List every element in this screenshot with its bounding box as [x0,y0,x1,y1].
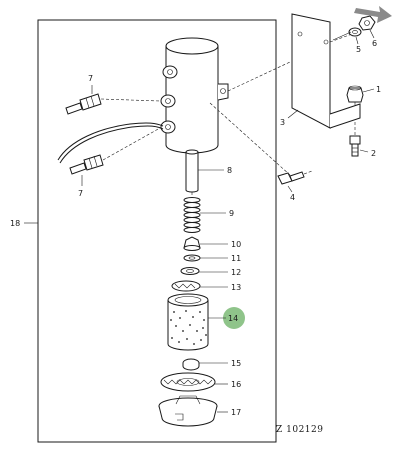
bolt-2 [349,122,361,157]
callout-3: 3 [280,118,285,127]
callout-1: 1 [376,85,381,94]
callout-16: 16 [231,380,241,389]
callout-12: 12 [231,268,241,277]
callout-14: 14 [228,314,238,323]
filter-bowl-17 [158,395,218,427]
washer-12 [180,267,200,275]
callout-9: 9 [229,209,234,218]
callout-15: 15 [231,359,241,368]
callout-10: 10 [231,240,241,249]
gasket-16 [160,372,216,392]
plunger-8 [185,149,199,193]
callout-8: 8 [227,166,232,175]
callout-13: 13 [231,283,241,292]
pump-body [160,37,229,154]
bolt-4 [277,170,313,185]
mounting-bracket [227,13,361,129]
callout-6: 6 [372,39,377,48]
callout-7-upper: 7 [88,74,93,83]
callout-highlight [223,307,245,329]
seal-15 [182,358,200,371]
hose-fitting-upper [65,93,161,115]
direction-arrow-icon [354,6,392,23]
gasket-13 [171,280,201,292]
fuel-line [57,122,164,161]
assembly-frame [37,19,277,443]
valve-10 [183,236,201,251]
figure-id: Z 102129 [276,425,323,435]
nut-1 [346,85,364,106]
hose-fitting-lower [69,127,161,175]
callout-4: 4 [290,193,295,202]
callout-18: 18 [10,219,20,228]
callout-17: 17 [231,408,241,417]
callout-5: 5 [356,45,361,54]
washer-11 [183,254,201,262]
callout-7-lower: 7 [78,189,83,198]
callout-2: 2 [371,149,376,158]
filter-14 [167,293,209,351]
nut-6 [358,15,376,31]
washer-5 [348,27,362,37]
callout-11: 11 [231,254,241,263]
spring-9 [183,197,201,233]
